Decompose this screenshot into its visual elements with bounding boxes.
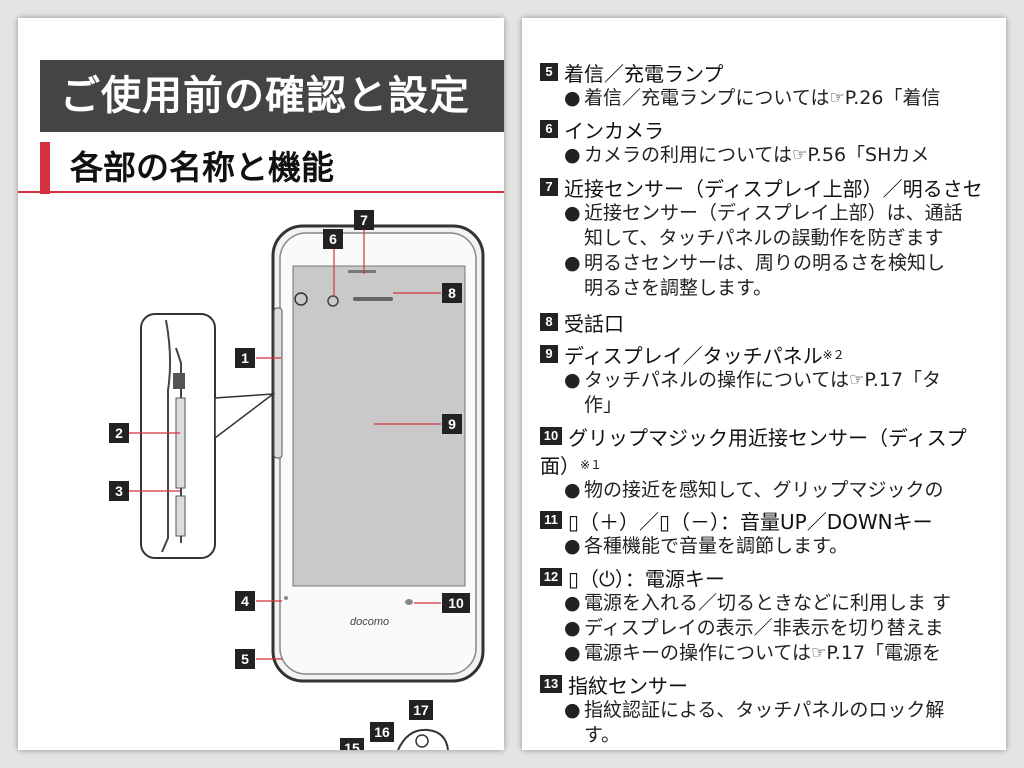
bullet-continuation: す。 [584, 724, 621, 746]
bullet: ●明るさセンサーは、周りの明るさを検知し [564, 252, 946, 274]
bullet: ●指紋認証による、タッチパネルのロック解 [564, 699, 945, 721]
callout-4: 4 [235, 591, 255, 611]
callout-17: 17 [409, 700, 433, 720]
right-page: 5 着信／充電ランプ ●着信／充電ランプについては☞P.26「着信 6 インカメラ … [522, 18, 1006, 750]
item-title: ▯（＋）／▯（－）：音量UP／DOWNキー [568, 509, 933, 534]
front-camera [327, 295, 339, 307]
section-divider [18, 191, 504, 193]
phone-diagram [129, 224, 485, 750]
callout-6: 6 [323, 229, 343, 249]
item-13: 13 指紋センサー ●指紋認証による、タッチパネルのロック解 す。 [540, 670, 1006, 748]
item-number: 7 [540, 178, 558, 196]
section-header: 各部の名称と機能 [40, 142, 504, 194]
callout-3: 3 [109, 481, 129, 501]
item-number: 12 [540, 568, 562, 586]
section-title: 各部の名称と機能 [70, 148, 334, 187]
item-7: 7 近接センサー（ディスプレイ上部）／明るさセ ●近接センサー（ディスプレイ上部）… [540, 173, 1006, 301]
callout-7: 7 [354, 210, 374, 230]
left-page: ご使用前の確認と設定 各部の名称と機能 [18, 18, 504, 750]
callout-1: 1 [235, 348, 255, 368]
bullet: ●カメラの利用については☞P.56「SHカメ [564, 144, 930, 166]
item-5: 5 着信／充電ランプ ●着信／充電ランプについては☞P.26「着信 [540, 58, 1006, 111]
item-number: 10 [540, 427, 562, 445]
bullet: ●電源キーの操作については☞P.17「電源を [564, 642, 942, 664]
callout-2: 2 [109, 423, 129, 443]
receiver-slot [353, 297, 393, 301]
item-number: 9 [540, 345, 558, 363]
callout-15: 15 [340, 738, 364, 750]
side-button [273, 307, 283, 459]
footnote-mark: ※１ [580, 457, 603, 472]
reference-icon: ☞ [792, 145, 808, 165]
callout-16: 16 [370, 722, 394, 742]
bullet-continuation: 作」 [584, 394, 623, 416]
item-number: 6 [540, 120, 558, 138]
docomo-logo: docomo [350, 616, 390, 628]
item-title: 指紋センサー [568, 673, 688, 698]
item-number: 5 [540, 63, 558, 81]
item-11: 11 ▯（＋）／▯（－）：音量UP／DOWNキー ●各種機能で音量を調節します。 [540, 506, 1006, 559]
reference-icon: ☞ [829, 88, 845, 108]
phone-screen [292, 265, 466, 587]
callout-8: 8 [442, 283, 462, 303]
bullet: ●電源を入れる／切るときなどに利用しま す [564, 592, 952, 614]
item-6: 6 インカメラ ●カメラの利用については☞P.56「SHカメ [540, 115, 1006, 168]
item-title: グリップマジック用近接センサー（ディスプ [568, 425, 967, 450]
callout-10: 10 [442, 593, 470, 613]
item-10: 10 グリップマジック用近接センサー（ディスプ 面）※１ ●物の接近を感知して、グ… [540, 422, 1006, 503]
callout-9: 9 [442, 414, 462, 434]
reference-icon: ☞ [849, 370, 865, 390]
item-number: 13 [540, 675, 562, 693]
bullet: ●タッチパネルの操作については☞P.17「タ [564, 369, 942, 391]
bullet: ●各種機能で音量を調節します。 [564, 535, 849, 557]
item-title-continued: 面） [540, 453, 580, 478]
footnote-mark: ※２ [822, 347, 845, 362]
item-title: ▯（⏻）：電源キー [568, 566, 725, 591]
item-number: 8 [540, 313, 558, 331]
bullet: ●着信／充電ランプについては☞P.26「着信 [564, 87, 941, 109]
callout-5: 5 [235, 649, 255, 669]
item-title: 受話口 [564, 311, 624, 336]
item-title: 近接センサー（ディスプレイ上部）／明るさセ [564, 176, 983, 201]
chapter-title: ご使用前の確認と設定 [40, 60, 504, 132]
bullet: ●近接センサー（ディスプレイ上部）は、通話 [564, 202, 963, 224]
item-title: ディスプレイ／タッチパネル [564, 343, 823, 368]
bullet-continuation: 明るさを調整します。 [584, 277, 773, 299]
item-12: 12 ▯（⏻）：電源キー ●電源を入れる／切るときなどに利用しま す ●ディスプレ… [540, 563, 1006, 666]
item-number: 11 [540, 511, 562, 529]
item-title: 着信／充電ランプ [564, 61, 724, 86]
bullet: ●物の接近を感知して、グリップマジックの [564, 479, 944, 501]
reference-icon: ☞ [811, 643, 827, 663]
item-8: 8 受話口 [540, 308, 1006, 336]
item-title: インカメラ [564, 118, 664, 143]
bullet-continuation: 知して、タッチパネルの誤動作を防ぎます [584, 227, 944, 249]
bullet: ●ディスプレイの表示／非表示を切り替えま [564, 617, 944, 639]
section-accent-bar [40, 142, 50, 194]
